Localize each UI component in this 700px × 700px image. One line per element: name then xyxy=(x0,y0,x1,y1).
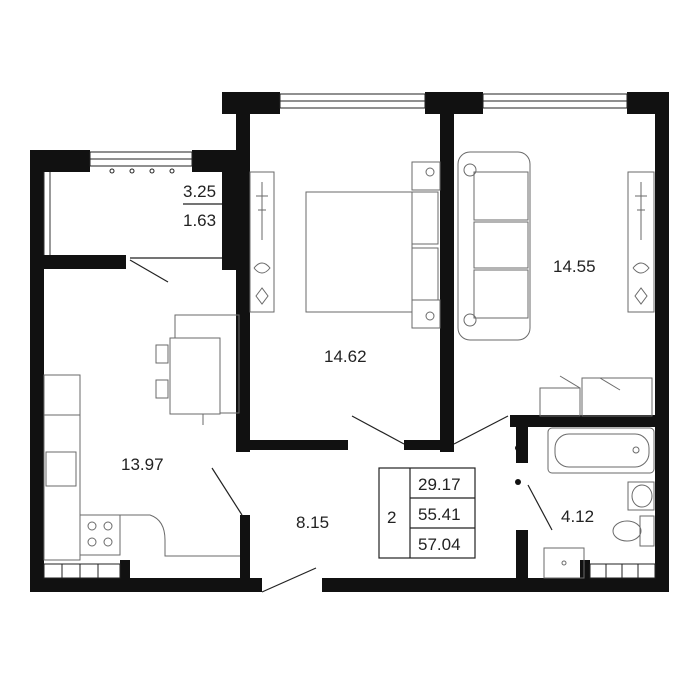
bathroom-area-label: 4.12 xyxy=(561,507,594,526)
hall-area-label: 8.15 xyxy=(296,513,329,532)
area-summary-table: 2 29.17 55.41 57.04 xyxy=(378,467,476,559)
living-area-value: 29.17 xyxy=(418,475,461,494)
kitchen-area-label: 13.97 xyxy=(121,455,164,474)
room-count: 2 xyxy=(387,508,396,527)
kitchen-furniture xyxy=(43,314,240,561)
balcony-area-label: 3.25 xyxy=(183,182,216,201)
living-furniture xyxy=(457,151,655,417)
total-area-with-balcony-value: 57.04 xyxy=(418,535,461,554)
bedroom-furniture xyxy=(249,161,441,329)
balcony-reduced-area-label: 1.63 xyxy=(183,211,216,230)
windows xyxy=(43,93,656,579)
living-room-area-label: 14.55 xyxy=(553,257,596,276)
bedroom-area-label: 14.62 xyxy=(324,347,367,366)
bathroom-furniture xyxy=(543,427,655,579)
doors xyxy=(129,257,553,593)
total-area-value: 55.41 xyxy=(418,505,461,524)
walls xyxy=(30,92,669,592)
